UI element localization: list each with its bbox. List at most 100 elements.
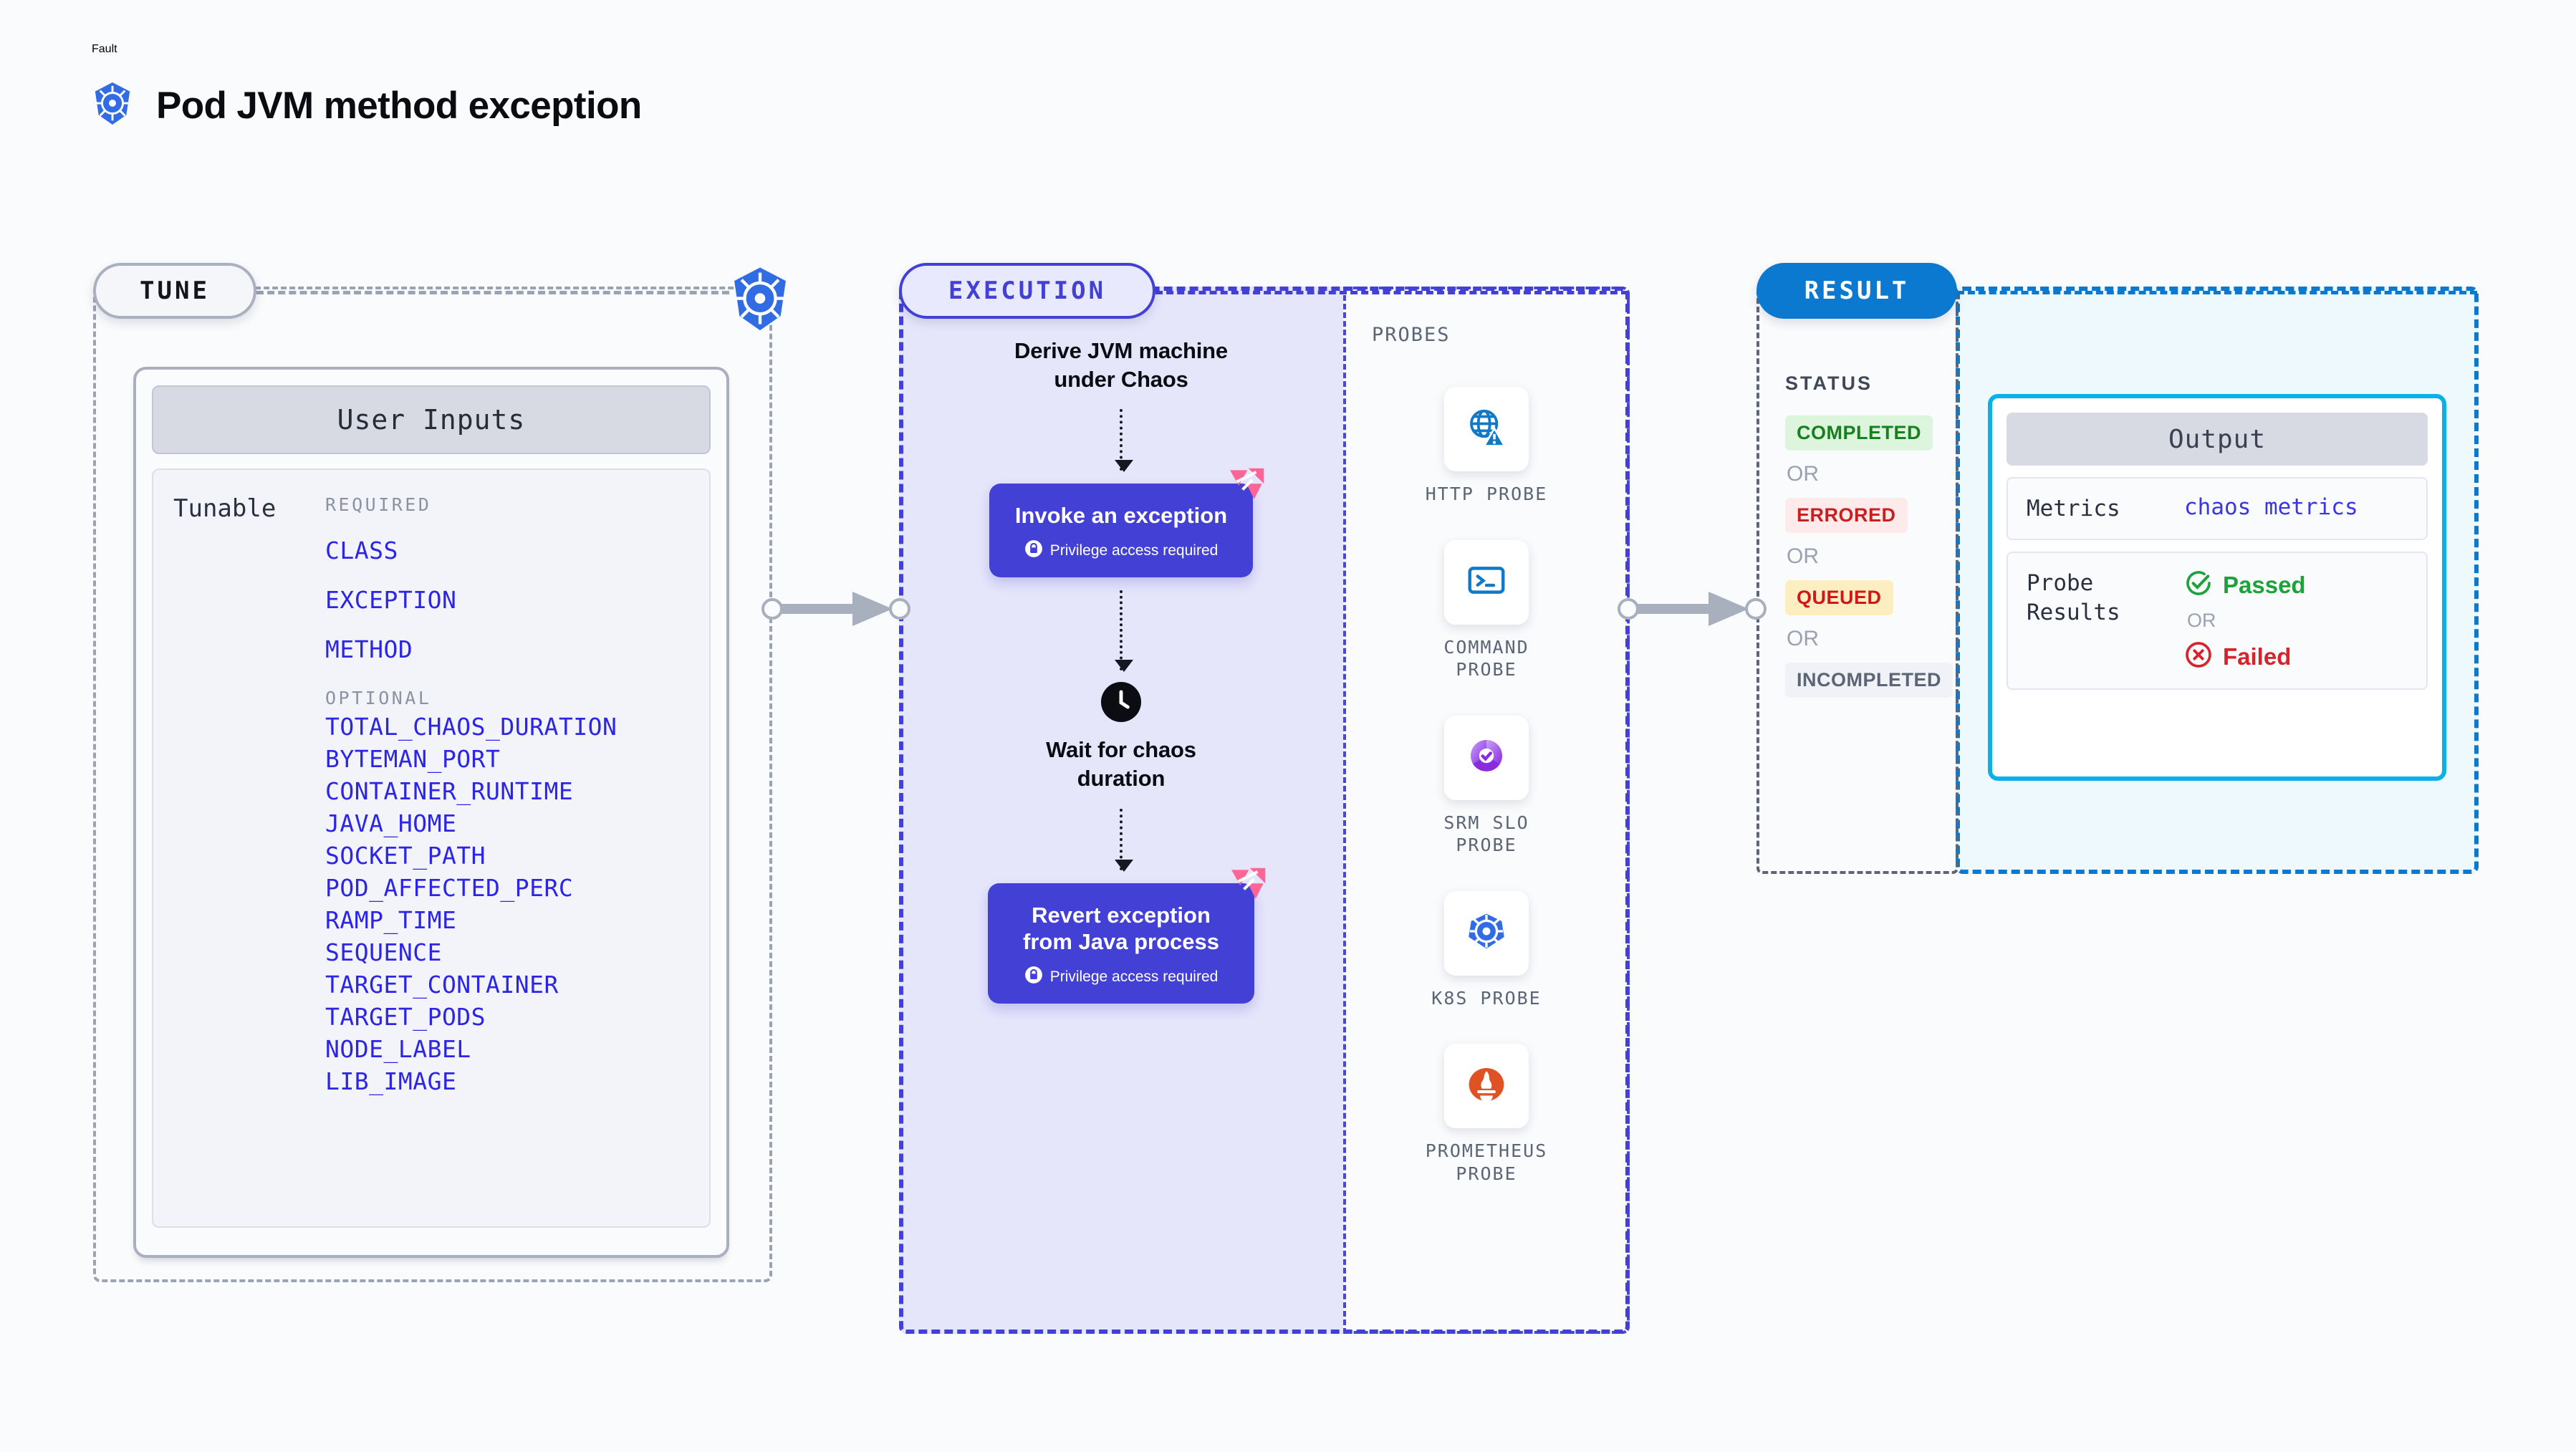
probe-name: HTTP PROBE	[1425, 484, 1548, 504]
probe-item-prometheus[interactable]: PROMETHEUS PROBE	[1411, 1044, 1562, 1185]
x-circle-icon	[2184, 640, 2213, 673]
param-item[interactable]: CONTAINER_RUNTIME	[325, 777, 574, 805]
probe-tile	[1443, 387, 1529, 471]
litmus-chaos-icon	[1229, 866, 1267, 908]
probe-results-values: Passed OR Failed	[2184, 569, 2306, 673]
litmus-chaos-icon	[1227, 466, 1266, 509]
param-item[interactable]: NODE_LABEL	[325, 1035, 471, 1063]
stage-pill-tune[interactable]: TUNE	[93, 263, 256, 319]
status-badge: ERRORED	[1785, 498, 1908, 533]
action-title: Invoke an exception	[1014, 503, 1228, 529]
tune-panel	[93, 287, 772, 1282]
param-item[interactable]: BYTEMAN_PORT	[325, 745, 501, 773]
privilege-text: Privilege access required	[1049, 542, 1219, 559]
param-item[interactable]: POD_AFFECTED_PERC	[325, 874, 574, 902]
page-title: Pod JVM method exception	[156, 85, 642, 127]
probe-tile	[1444, 890, 1529, 976]
prometheus-icon	[1464, 1062, 1509, 1110]
param-item[interactable]: LIB_IMAGE	[325, 1067, 457, 1095]
required-group-label: REQUIRED	[325, 494, 432, 515]
status-list: COMPLETED OR ERRORED OR QUEUED OR INCOMP…	[1785, 415, 1953, 698]
param-item[interactable]: EXCEPTION	[325, 586, 457, 614]
param-item[interactable]: TARGET_PODS	[325, 1003, 486, 1031]
param-item[interactable]: TARGET_CONTAINER	[325, 971, 559, 999]
tunable-label: Tunable	[173, 494, 277, 523]
kubernetes-icon	[92, 82, 133, 130]
probe-results-row: Probe Results Passed OR	[2007, 552, 2428, 691]
terminal-icon	[1464, 558, 1509, 606]
user-inputs-header: User Inputs	[152, 385, 711, 454]
probes-section-label: PROBES	[1372, 324, 1451, 346]
metrics-row: Metrics chaos metrics	[2007, 477, 2428, 541]
flow-step-derive-title: Derive JVM machine under Chaos	[1014, 338, 1228, 392]
execution-flow: Derive JVM machine under Chaos Invoke an…	[913, 337, 1329, 1004]
result-connector-line	[1957, 291, 2477, 294]
probe-result-failed: Failed	[2184, 640, 2306, 673]
srm-slo-gauge-icon	[1464, 734, 1509, 782]
probe-item-k8s[interactable]: K8S PROBE	[1431, 890, 1542, 1010]
kubernetes-icon	[1464, 909, 1509, 957]
metrics-key: Metrics	[2027, 496, 2120, 521]
stage-pill-execution[interactable]: EXECUTION	[899, 263, 1155, 319]
probe-item-http[interactable]: HTTP PROBE	[1426, 387, 1548, 506]
globe-warning-icon	[1464, 405, 1509, 453]
output-header: Output	[2007, 413, 2428, 466]
metrics-value[interactable]: chaos metrics	[2184, 494, 2358, 520]
probes-list: HTTP PROBE COMMAND PROBE	[1343, 387, 1630, 1185]
flow-step-wait-title: Wait for chaos duration	[1046, 737, 1196, 791]
or-label: OR	[2187, 610, 2216, 632]
status-badge: INCOMPLETED	[1785, 663, 1953, 698]
execution-panel	[899, 287, 1630, 1334]
kubernetes-icon	[727, 266, 793, 336]
param-item[interactable]: METHOD	[325, 635, 413, 663]
clock-icon	[1101, 682, 1141, 726]
lock-icon	[1024, 966, 1043, 988]
status-badge: COMPLETED	[1785, 415, 1933, 451]
or-label: OR	[1787, 544, 1819, 568]
connector-tune-to-execution	[759, 580, 917, 641]
probe-results-key: Probe Results	[2027, 570, 2120, 625]
flow-arrow	[1115, 808, 1133, 872]
probe-item-command[interactable]: COMMAND PROBE	[1411, 539, 1562, 681]
params-column: REQUIRED CLASS EXCEPTION METHOD OPTIONAL…	[325, 494, 709, 1226]
probe-name: PROMETHEUS PROBE	[1425, 1140, 1548, 1184]
param-item[interactable]: JAVA_HOME	[325, 809, 457, 837]
execution-connector-line	[1155, 291, 1628, 294]
probe-item-srm-slo[interactable]: SRM SLO PROBE	[1411, 715, 1562, 857]
probe-tile	[1444, 539, 1529, 625]
probe-tile	[1444, 1044, 1529, 1128]
page-header: Fault Pod JVM method exception	[92, 43, 642, 130]
required-params-list: CLASS EXCEPTION METHOD	[325, 537, 709, 663]
tunable-box: Tunable REQUIRED CLASS EXCEPTION METHOD …	[152, 468, 711, 1228]
param-item[interactable]: CLASS	[325, 537, 398, 564]
optional-params-list: TOTAL_CHAOS_DURATION BYTEMAN_PORT CONTAI…	[325, 713, 709, 1095]
output-card: Output Metrics chaos metrics Probe Resul…	[1988, 394, 2446, 781]
param-item[interactable]: SEQUENCE	[325, 938, 442, 966]
stage-pill-result[interactable]: RESULT	[1756, 263, 1957, 319]
param-item[interactable]: TOTAL_CHAOS_DURATION	[325, 713, 617, 741]
probe-name: K8S PROBE	[1431, 987, 1542, 1009]
or-label: OR	[1787, 627, 1819, 650]
optional-group-label: OPTIONAL	[325, 688, 432, 708]
failed-label: Failed	[2223, 643, 2292, 670]
flow-step-revert-exception[interactable]: Revert exception from Java process Privi…	[988, 867, 1266, 1004]
flow-arrow	[1115, 409, 1133, 473]
tune-connector-line	[256, 291, 729, 294]
action-title: Revert exception from Java process	[1023, 902, 1219, 955]
or-label: OR	[1787, 462, 1819, 486]
check-circle-icon	[2184, 569, 2213, 601]
probe-result-passed: Passed	[2184, 569, 2306, 601]
lock-icon	[1024, 539, 1043, 562]
status-label: STATUS	[1785, 372, 1873, 394]
privilege-text: Privilege access required	[1049, 968, 1219, 985]
flow-step-invoke-exception[interactable]: Invoke an exception Privilege access req…	[989, 468, 1264, 578]
passed-label: Passed	[2223, 571, 2306, 598]
privilege-note: Privilege access required	[1024, 539, 1219, 562]
user-inputs-card: User Inputs Tunable REQUIRED CLASS EXCEP…	[133, 367, 729, 1258]
fault-label: Fault	[92, 43, 117, 55]
param-item[interactable]: RAMP_TIME	[325, 906, 457, 934]
status-badge: QUEUED	[1785, 580, 1893, 615]
param-item[interactable]: SOCKET_PATH	[325, 842, 486, 870]
flow-arrow	[1115, 590, 1133, 673]
probe-name: COMMAND PROBE	[1443, 636, 1529, 681]
